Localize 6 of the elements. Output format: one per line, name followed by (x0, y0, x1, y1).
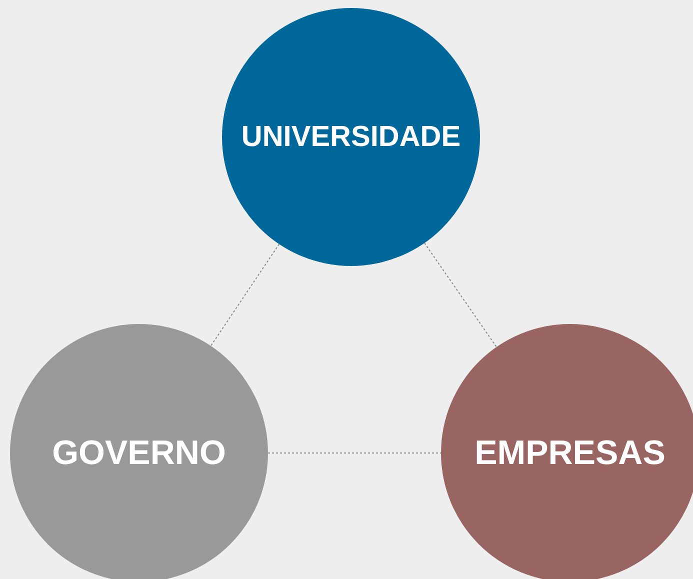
connector-line (268, 452, 442, 454)
connector-line (210, 244, 280, 346)
node-label: GOVERNO (52, 434, 226, 472)
node-label: EMPRESAS (474, 434, 666, 472)
connector-line (424, 242, 498, 348)
node-label: UNIVERSIDADE (241, 120, 461, 154)
